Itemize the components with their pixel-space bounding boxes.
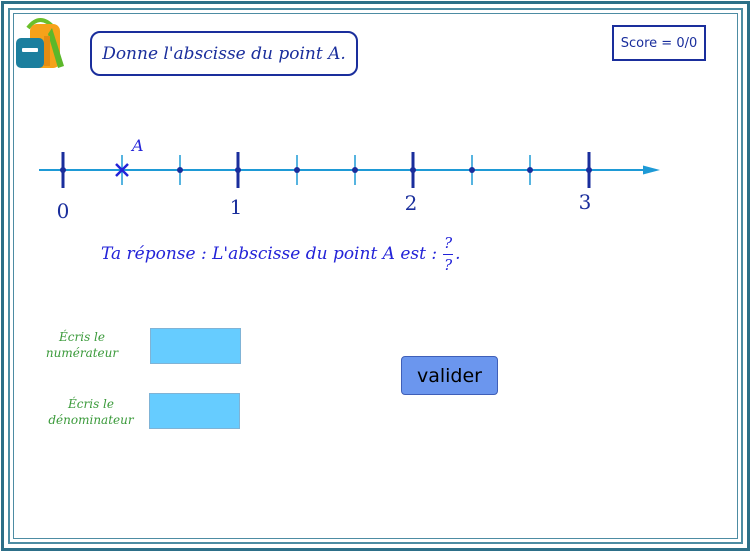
inner-frame [13,13,738,539]
axis-label-1: 1 [230,195,243,219]
axis-arrow-icon [643,165,660,175]
axis-label-2: 2 [405,191,418,215]
tick-dot [235,167,241,173]
answer-fraction: ? ? [443,233,454,274]
numerator-label: Écris le numérateur [32,329,132,361]
numerator-label-line2: numérateur [45,346,119,360]
tick-dot [177,167,183,173]
score-text: Score = 0/0 [620,35,698,51]
axis-label-0: 0 [57,199,70,223]
tick-dot [469,167,475,173]
tick-dot [294,167,300,173]
backpack-icon [16,18,64,68]
tick-dot [586,167,592,173]
denominator-label-line2: dénominateur [48,413,134,427]
fraction-denominator: ? [444,255,453,274]
point-a-label: A [130,136,144,155]
point-a-cross-icon [115,163,129,177]
score-box: Score = 0/0 [612,25,706,61]
tick-dot [527,167,533,173]
middle-frame [8,8,743,544]
denominator-input[interactable] [149,393,240,429]
instruction-box: Donne l'abscisse du point A. [90,31,358,76]
fraction-numerator: ? [444,233,453,252]
tick-dot [410,167,416,173]
fraction-bar [443,253,454,255]
instruction-text: Donne l'abscisse du point A. [102,43,346,64]
valider-button-label: valider [416,364,482,387]
axis-label-3: 3 [579,190,592,214]
tick-dots [60,167,592,173]
tick-dot [352,167,358,173]
numerator-input[interactable] [150,328,241,364]
denominator-label: Écris le dénominateur [37,396,145,428]
denominator-label-line1: Écris le [68,397,114,411]
tick-dot [60,167,66,173]
answer-prefix: Ta réponse : L'abscisse du point A est : [101,244,438,264]
numerator-label-line1: Écris le [59,330,105,344]
valider-button[interactable]: valider [401,356,498,395]
answer-statement: Ta réponse : L'abscisse du point A est :… [101,232,461,276]
answer-suffix: . [455,244,461,264]
